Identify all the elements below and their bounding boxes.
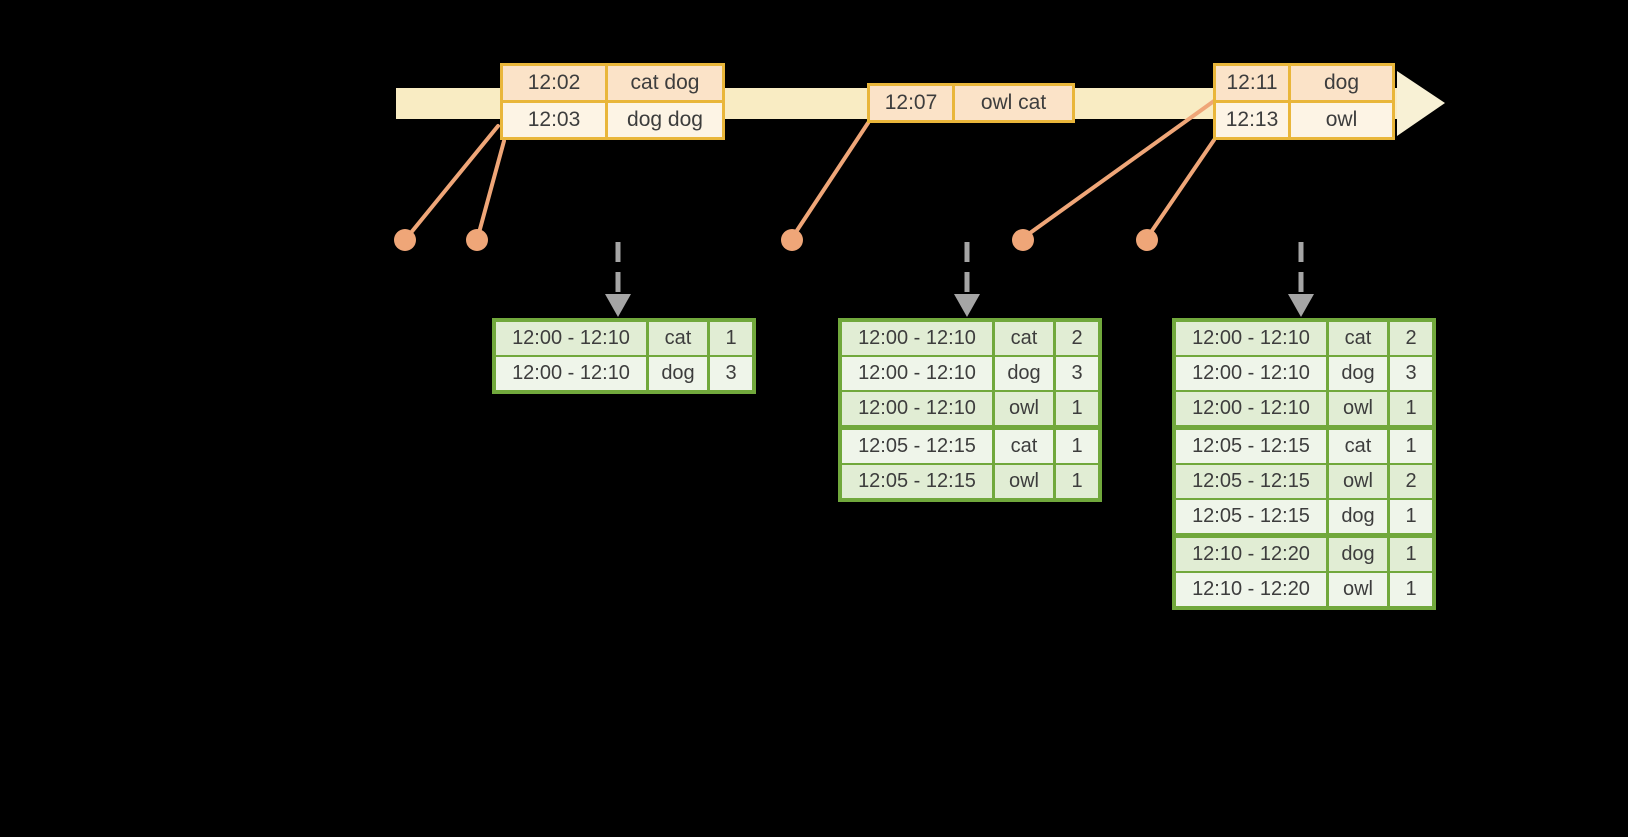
result-window-cell: 12:05 - 12:15 — [1176, 500, 1326, 533]
result-word-cell: cat — [1329, 322, 1387, 355]
result-count-cell: 1 — [1056, 430, 1098, 463]
result-count-cell: 3 — [1390, 357, 1432, 390]
event-connector-line — [790, 121, 870, 240]
event-words-cell: owl — [1291, 103, 1392, 137]
result-word-cell: dog — [1329, 500, 1387, 533]
result-word-cell: dog — [649, 357, 707, 390]
trigger-arrowhead-icon — [1288, 294, 1314, 317]
result-count-cell: 2 — [1056, 322, 1098, 355]
result-count-cell: 1 — [710, 322, 752, 355]
result-word-cell: owl — [995, 465, 1053, 498]
event-connector-line — [403, 124, 500, 242]
event-time-cell: 12:02 — [503, 66, 605, 100]
result-word-cell: owl — [995, 392, 1053, 425]
result-count-cell: 2 — [1390, 322, 1432, 355]
result-count-cell: 1 — [1390, 392, 1432, 425]
result-window-cell: 12:10 - 12:20 — [1176, 538, 1326, 571]
result-window-cell: 12:05 - 12:15 — [842, 430, 992, 463]
event-connector-line — [1145, 138, 1216, 240]
result-window-cell: 12:00 - 12:10 — [842, 392, 992, 425]
result-word-cell: cat — [995, 430, 1053, 463]
event-dot-icon — [1136, 229, 1158, 251]
result-word-cell: owl — [1329, 573, 1387, 606]
result-word-cell: cat — [649, 322, 707, 355]
result-count-cell: 3 — [1056, 357, 1098, 390]
result-count-cell: 1 — [1390, 573, 1432, 606]
result-window-cell: 12:00 - 12:10 — [1176, 357, 1326, 390]
result-count-cell: 3 — [710, 357, 752, 390]
event-words-cell: dog dog — [608, 103, 722, 137]
result-window-cell: 12:05 - 12:15 — [842, 465, 992, 498]
event-time-cell: 12:11 — [1216, 66, 1288, 100]
result-window-cell: 12:00 - 12:10 — [842, 357, 992, 390]
result-word-cell: owl — [1329, 392, 1387, 425]
event-dot-icon — [466, 229, 488, 251]
result-word-cell: cat — [995, 322, 1053, 355]
result-count-cell: 1 — [1056, 465, 1098, 498]
event-time-cell: 12:03 — [503, 103, 605, 137]
trigger-arrowhead-icon — [954, 294, 980, 317]
timeline-arrowhead-icon — [1397, 71, 1445, 136]
result-count-cell: 2 — [1390, 465, 1432, 498]
event-time-cell: 12:13 — [1216, 103, 1288, 137]
result-word-cell: owl — [1329, 465, 1387, 498]
result-word-cell: dog — [1329, 538, 1387, 571]
event-time-cell: 12:07 — [870, 86, 952, 120]
event-connector-line — [475, 139, 506, 242]
event-connector-line — [1021, 99, 1216, 240]
result-window-cell: 12:00 - 12:10 — [842, 322, 992, 355]
result-window-cell: 12:00 - 12:10 — [496, 357, 646, 390]
result-count-cell: 1 — [1056, 392, 1098, 425]
result-count-cell: 1 — [1390, 430, 1432, 463]
result-window-cell: 12:05 - 12:15 — [1176, 430, 1326, 463]
result-word-cell: dog — [995, 357, 1053, 390]
result-window-cell: 12:00 - 12:10 — [496, 322, 646, 355]
event-dot-icon — [394, 229, 416, 251]
result-count-cell: 1 — [1390, 538, 1432, 571]
result-word-cell: cat — [1329, 430, 1387, 463]
result-window-cell: 12:00 - 12:10 — [1176, 322, 1326, 355]
result-window-cell: 12:00 - 12:10 — [1176, 392, 1326, 425]
trigger-arrowhead-icon — [605, 294, 631, 317]
event-words-cell: dog — [1291, 66, 1392, 100]
event-dot-icon — [781, 229, 803, 251]
event-words-cell: owl cat — [955, 86, 1072, 120]
result-window-cell: 12:05 - 12:15 — [1176, 465, 1326, 498]
event-words-cell: cat dog — [608, 66, 722, 100]
result-window-cell: 12:10 - 12:20 — [1176, 573, 1326, 606]
result-word-cell: dog — [1329, 357, 1387, 390]
result-count-cell: 1 — [1390, 500, 1432, 533]
event-dot-icon — [1012, 229, 1034, 251]
